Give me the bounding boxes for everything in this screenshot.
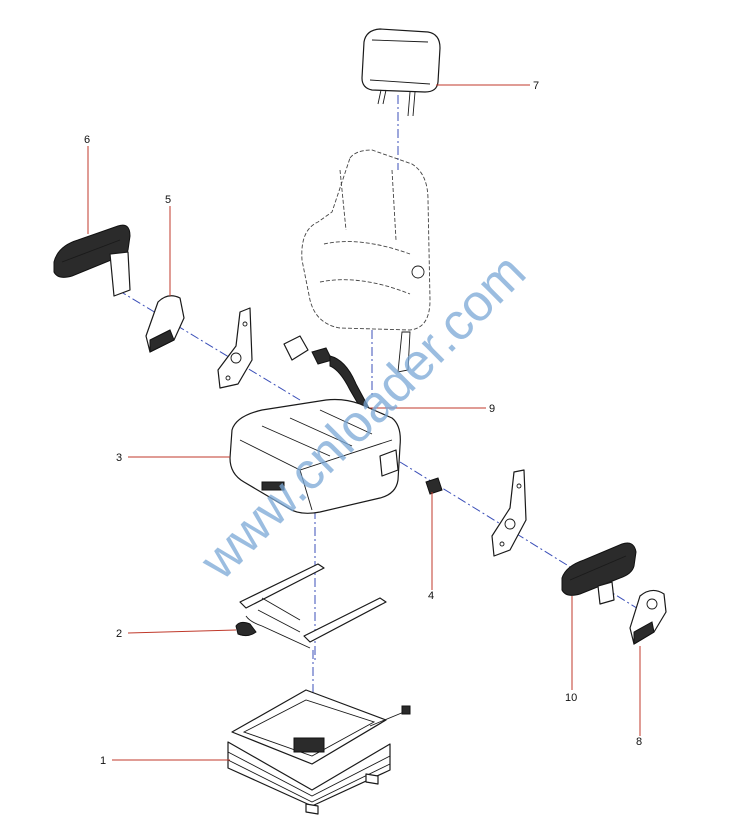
callout-10: 10 xyxy=(565,692,577,704)
callout-2: 2 xyxy=(116,628,122,640)
right-armrest xyxy=(561,542,637,605)
callout-labels: 1 2 3 4 5 6 7 8 9 10 xyxy=(84,80,642,767)
seat-belt xyxy=(283,335,371,415)
left-armrest-bracket xyxy=(145,295,185,353)
backrest xyxy=(301,149,431,373)
leader-2 xyxy=(127,629,237,634)
right-armrest-bracket xyxy=(629,589,667,645)
left-hinge-plate xyxy=(217,307,253,389)
suspension-base xyxy=(227,689,411,815)
callout-3: 3 xyxy=(116,452,122,464)
left-armrest xyxy=(53,224,131,297)
callout-8: 8 xyxy=(636,736,642,748)
axis-left-armrest xyxy=(117,289,301,401)
seat-rails xyxy=(235,563,387,649)
right-hinge-plate xyxy=(491,469,527,557)
seat-cushion xyxy=(229,398,401,514)
watermark-text: www.cnloader.com xyxy=(189,243,537,591)
callout-1: 1 xyxy=(100,755,106,767)
callout-7: 7 xyxy=(533,80,539,92)
callout-9: 9 xyxy=(489,403,495,415)
leader-lines xyxy=(87,84,641,761)
callout-4: 4 xyxy=(428,590,434,602)
callout-6: 6 xyxy=(84,134,90,146)
headrest xyxy=(361,28,441,117)
callout-5: 5 xyxy=(165,194,171,206)
mounting-clip xyxy=(425,477,443,495)
